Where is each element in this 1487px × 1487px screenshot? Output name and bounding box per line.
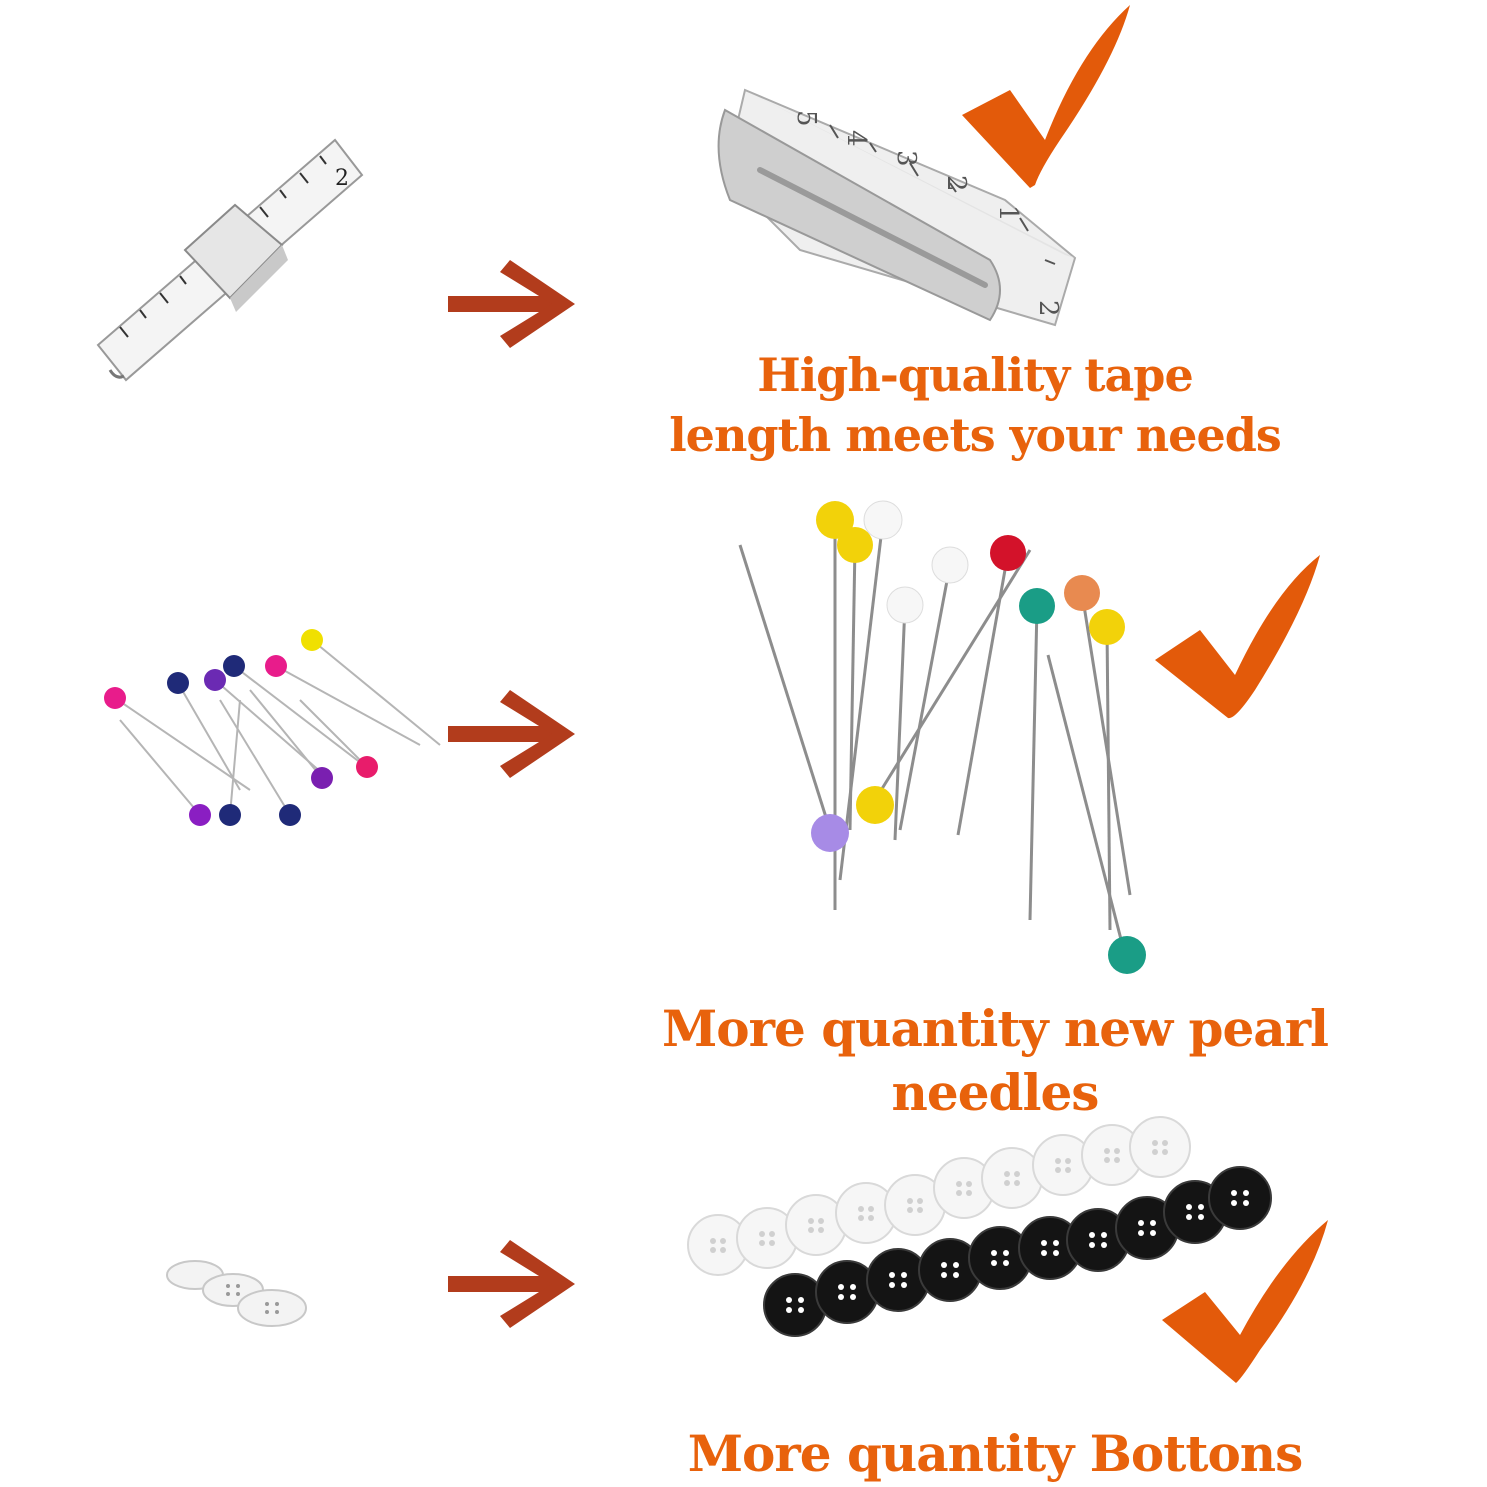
tape-section: 2 5 4 3 2 <box>0 0 1487 480</box>
svg-text:2: 2 <box>941 175 971 192</box>
svg-text:4: 4 <box>841 130 871 147</box>
arrow-right-icon <box>448 1240 575 1328</box>
buttons-illustration <box>166 1116 1328 1383</box>
tape-caption: High-quality tape length meets your need… <box>620 345 1330 465</box>
buttons-many-image <box>687 1116 1272 1337</box>
checkmark-icon <box>1162 1220 1328 1383</box>
pearl-pins-large-image <box>738 500 1146 974</box>
tape-measure-large-image: 5 4 3 2 1 2 <box>717 88 1077 327</box>
buttons-few-image <box>166 1260 307 1327</box>
svg-text:2: 2 <box>335 166 349 191</box>
arrow-right-icon <box>448 260 575 348</box>
svg-text:5: 5 <box>791 110 821 127</box>
tape-caption-line-2: length meets your needs <box>669 408 1282 462</box>
pins-caption: More quantity new pearl needles <box>661 999 1329 1122</box>
svg-text:1: 1 <box>993 205 1023 222</box>
checkmark-icon <box>962 5 1130 188</box>
buttons-section: More quantity Bottons <box>0 1080 1487 1487</box>
tape-measure-small-image: 2 <box>96 138 364 382</box>
checkmark-icon <box>1155 555 1320 719</box>
pins-illustration <box>104 500 1320 974</box>
pearl-pins-small-image <box>104 629 441 826</box>
tape-caption-line-1: High-quality tape <box>757 348 1193 402</box>
svg-text:3: 3 <box>891 150 921 167</box>
pins-section: More quantity new pearl needles <box>0 480 1487 1122</box>
buttons-caption: More quantity Bottons <box>687 1424 1304 1483</box>
tape-illustration: 2 5 4 3 2 <box>96 5 1130 382</box>
svg-text:2: 2 <box>1033 300 1063 317</box>
arrow-right-icon <box>448 690 575 778</box>
